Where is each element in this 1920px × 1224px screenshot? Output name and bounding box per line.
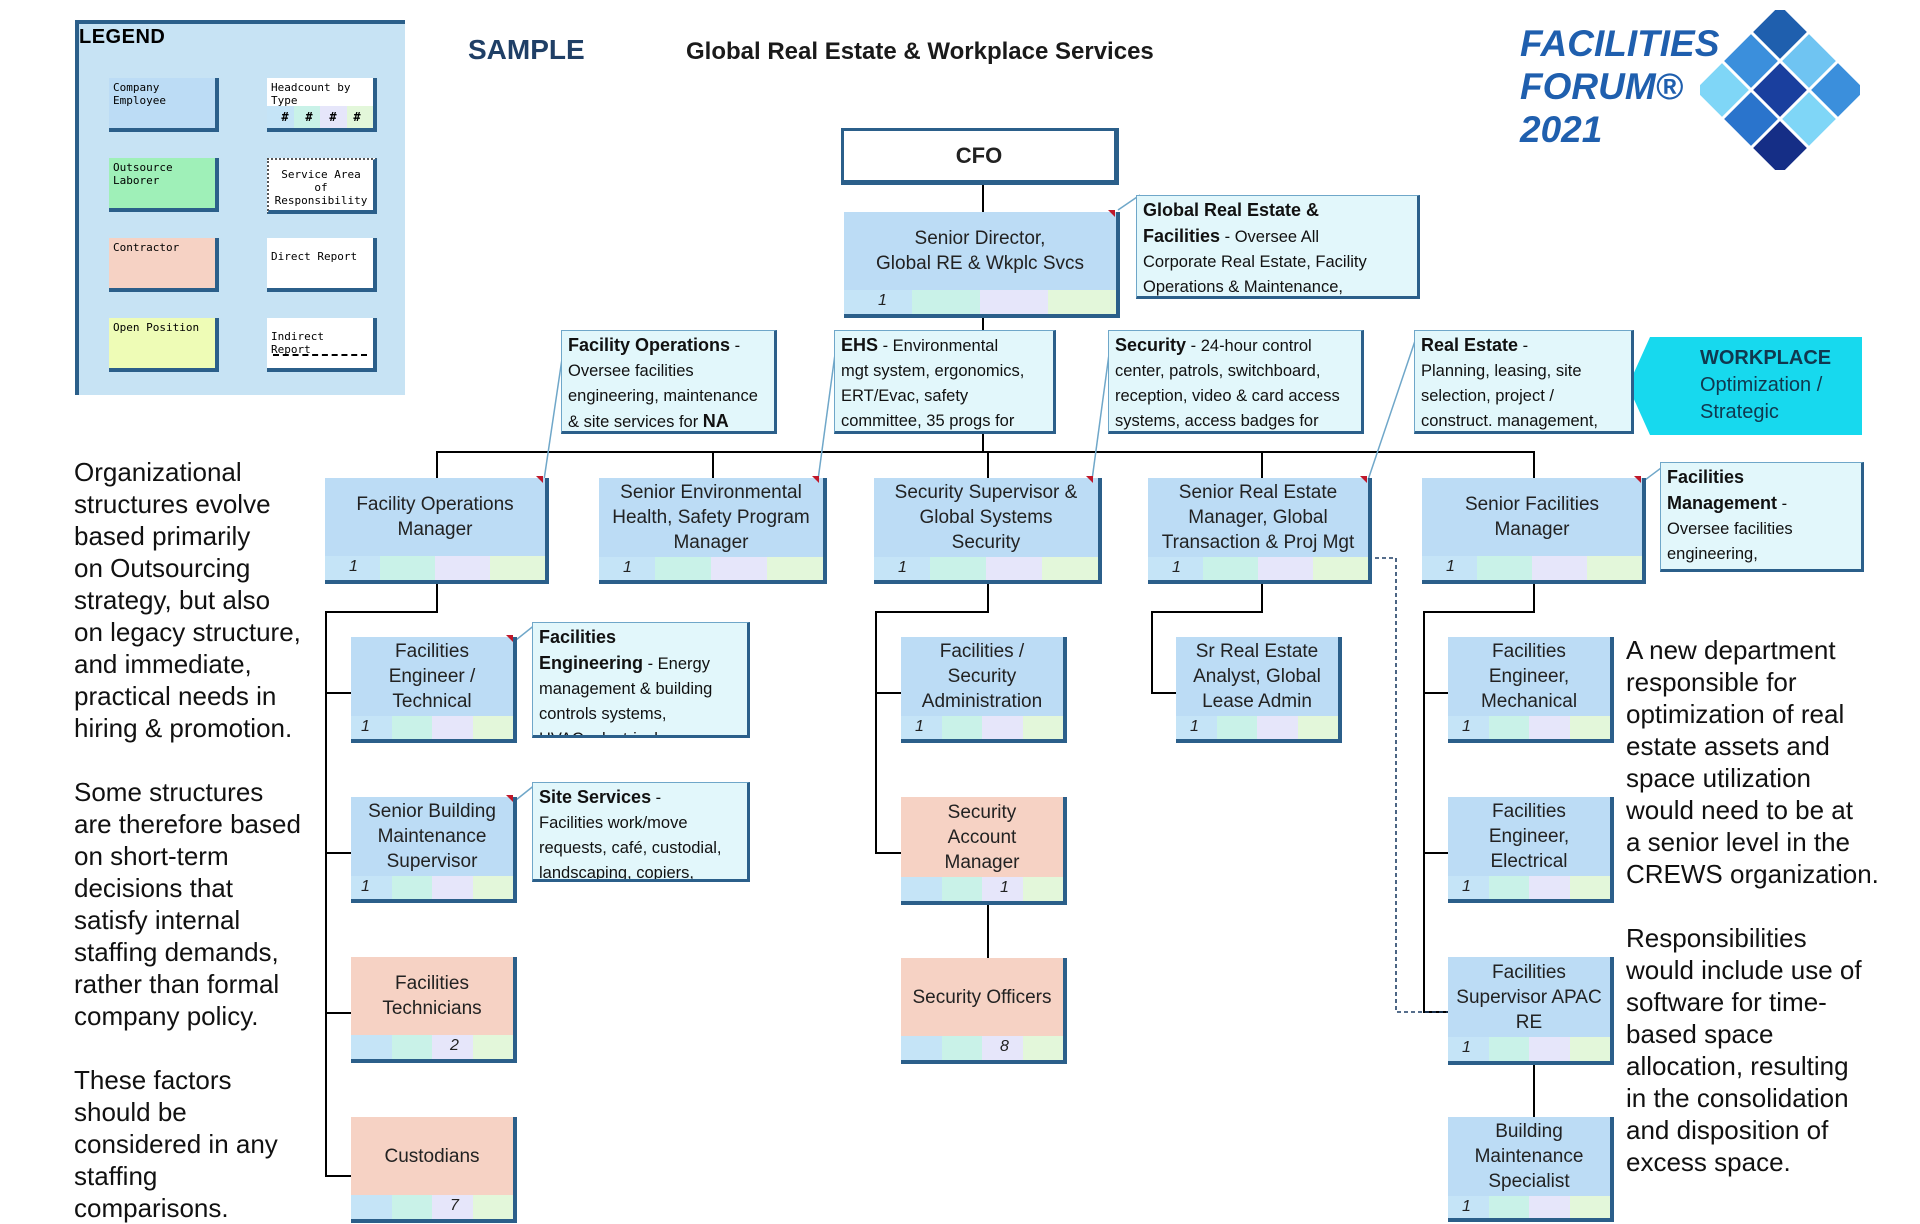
legend-open-position: Open Position: [109, 318, 219, 372]
service-area-marker: [812, 476, 819, 483]
note-global-re: Global Real Estate & Facilities - Overse…: [1136, 195, 1420, 299]
legend-title: LEGEND: [79, 26, 166, 48]
note-ehs: EHS - Environmental mgt system, ergonomi…: [834, 330, 1056, 434]
service-area-marker: [1086, 476, 1093, 483]
service-area-marker: [506, 795, 513, 802]
note-security: Security - 24-hour control center, patro…: [1108, 330, 1364, 434]
legend-outsource-laborer: Outsource Laborer: [109, 158, 219, 212]
legend-service-area: Service Area of Responsibility: [267, 158, 377, 214]
service-area-marker: [1360, 476, 1367, 483]
senior-director-box[interactable]: Senior Director,Global RE & Wkplc Svcs 1: [844, 212, 1120, 318]
legend-contractor: Contractor: [109, 238, 219, 292]
note-facility-operations: Facility Operations - Oversee facilities…: [561, 330, 777, 434]
sample-label: SAMPLE: [468, 34, 585, 65]
note-facilities-engineering: Facilities Engineering - Energy manageme…: [532, 622, 750, 738]
legend-headcount-by-type: Headcount by Type # # # #: [267, 78, 377, 132]
workplace-callout: WORKPLACE Optimization / Strategic: [1700, 347, 1832, 423]
legend: LEGEND Company Employee Outsource Labore…: [75, 20, 405, 395]
legend-headcount-marks: # # # #: [281, 110, 361, 124]
page-title: Global Real Estate & Workplace Services: [686, 38, 1154, 65]
note-real-estate: Real Estate - Planning, leasing, site se…: [1414, 330, 1634, 434]
note-facilities-management: Facilities Management - Oversee faciliti…: [1660, 462, 1864, 572]
service-area-marker: [1634, 476, 1641, 483]
legend-company-employee: Company Employee: [109, 78, 219, 132]
note-site-services: Site Services - Facilities work/move req…: [532, 782, 750, 882]
service-area-marker: [506, 635, 513, 642]
facilities-forum-logo-text: FACILITIES FORUM® 2021: [1520, 23, 1720, 150]
legend-headcount-strip: [267, 106, 373, 128]
service-area-marker: [536, 476, 543, 483]
custodians-box[interactable]: Custodians 7: [351, 1117, 517, 1223]
legend-indirect-report: Indirect Report: [267, 318, 377, 372]
workplace-arrow: [1628, 337, 1862, 435]
logo-diamond-icon: [1700, 10, 1860, 170]
cfo-box[interactable]: CFO: [841, 128, 1119, 185]
security-officers-box[interactable]: Security Officers 8: [901, 958, 1067, 1064]
legend-direct-report: Direct Report: [267, 238, 377, 292]
service-area-marker: [1108, 210, 1115, 217]
